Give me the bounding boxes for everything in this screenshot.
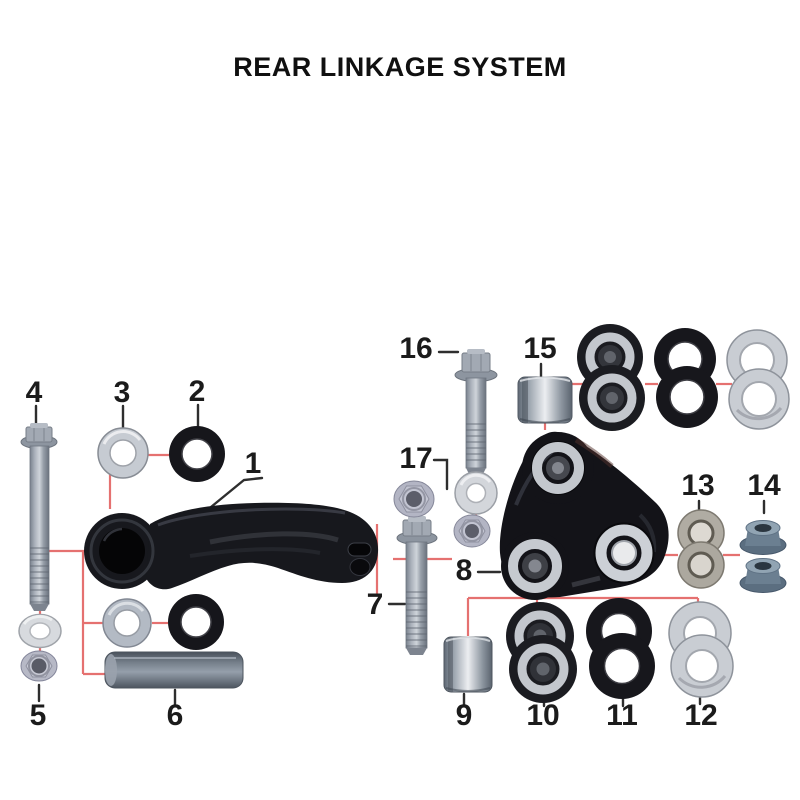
callout-15: 15 <box>523 332 557 365</box>
callout-10: 10 <box>526 699 560 732</box>
callout-7: 7 <box>366 588 384 621</box>
callout-3: 3 <box>113 376 131 409</box>
oring-pair-top-right <box>654 328 718 428</box>
callout-12: 12 <box>684 699 718 732</box>
part-15-bushing <box>517 376 573 424</box>
callout-14: 14 <box>747 469 781 502</box>
washer-pair-top-right <box>726 329 790 430</box>
callout-9: 9 <box>455 699 473 732</box>
callout-5: 5 <box>29 699 47 732</box>
part-16-bolt <box>454 349 498 474</box>
part-5-nut <box>20 650 58 682</box>
part-1-linkage-arm <box>84 502 379 590</box>
callout-4: 4 <box>25 376 43 409</box>
part-7-bolt <box>396 516 438 655</box>
part-8-knuckle <box>499 431 669 600</box>
part-4-bolt <box>20 423 58 611</box>
part-14-bushings <box>739 520 787 593</box>
flange-nut-below <box>453 514 491 548</box>
part-12-washers <box>668 601 734 698</box>
part-11-orings <box>586 598 655 699</box>
callout-13: 13 <box>681 469 715 502</box>
washer-lower-left <box>102 598 152 648</box>
part-17-washer <box>454 471 498 515</box>
bearing-pair-top-right <box>577 324 645 431</box>
bearing-front <box>509 635 577 703</box>
callout-8: 8 <box>455 554 473 587</box>
callout-6: 6 <box>166 699 184 732</box>
part-2-oring <box>169 426 225 482</box>
part-6-spacer-tube <box>104 651 244 689</box>
callout-11: 11 <box>606 699 638 732</box>
callout-17: 17 <box>399 442 433 475</box>
bearing-front <box>579 365 645 431</box>
callout-2: 2 <box>188 375 206 408</box>
page-title: REAR LINKAGE SYSTEM <box>233 52 567 82</box>
washer-below-bolt4 <box>18 613 62 649</box>
bushing-top <box>739 520 787 555</box>
part-9-spacer <box>443 636 493 693</box>
flange-nut-left <box>393 480 435 518</box>
callout-1: 1 <box>244 447 262 480</box>
bushing-bottom <box>739 558 787 593</box>
part-10-bearings <box>506 602 577 703</box>
part-3-washer <box>97 427 149 479</box>
callout-16: 16 <box>399 332 433 365</box>
oring-lower-left <box>168 594 224 650</box>
part-13-rings <box>677 509 725 589</box>
